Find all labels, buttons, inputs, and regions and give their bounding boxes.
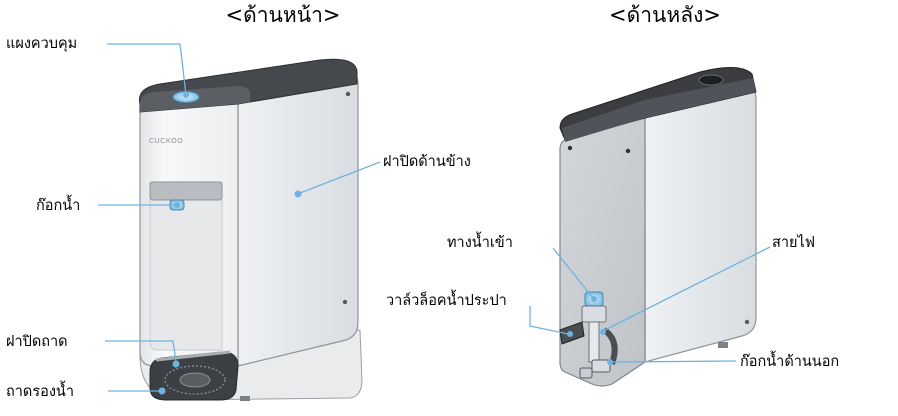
power-cord[interactable] xyxy=(602,327,618,365)
label-faucet: ก๊อกน้ำ xyxy=(36,194,80,214)
label-power-cord: สายไฟ xyxy=(772,233,815,251)
label-tray-cover: ฝาปิดถาด xyxy=(6,334,68,350)
label-drip-tray: ถาดรองน้ำ xyxy=(6,380,74,400)
inlet-pipe xyxy=(588,321,600,363)
dispenser-recess xyxy=(149,181,223,351)
water-inlet-nut xyxy=(581,305,607,323)
back-foot xyxy=(718,342,728,348)
back-screw-right xyxy=(625,148,631,154)
back-side-body xyxy=(644,84,757,363)
drip-tray-center xyxy=(179,372,211,388)
back-top-button xyxy=(698,74,724,86)
drip-tray-grille xyxy=(164,365,226,395)
label-water-inlet: ทางน้ำเข้า xyxy=(447,231,513,251)
leader-lines xyxy=(98,43,771,395)
front-view-title: <ด้านหน้า> xyxy=(226,3,341,27)
side-cover-screw-top xyxy=(345,91,351,97)
front-foot xyxy=(240,396,250,401)
label-side-cover: ฝาปิดด้านข้าง xyxy=(383,153,471,170)
label-control-panel: แผงควบคุม xyxy=(6,36,77,52)
back-screw-left xyxy=(567,145,573,151)
label-supply-lock-valve: วาล์วล็อคน้ำประปา xyxy=(386,289,507,309)
front-unit: CUCKOO xyxy=(138,58,363,401)
side-cover-screw-bottom xyxy=(342,299,348,305)
back-top-face xyxy=(562,78,756,142)
brand-logo: CUCKOO xyxy=(149,138,183,145)
external-faucet[interactable] xyxy=(591,359,611,373)
label-external-faucet: ก๊อกน้ำด้านนอก xyxy=(740,350,839,370)
side-cover-panel xyxy=(237,71,359,367)
tray-cover xyxy=(155,350,231,362)
faucet-housing xyxy=(149,181,223,201)
back-unit xyxy=(559,67,757,387)
back-view-title: <ด้านหลัง> xyxy=(609,3,721,27)
external-faucet-handle xyxy=(579,367,593,379)
back-panel xyxy=(559,111,646,387)
back-screw-side xyxy=(744,319,750,325)
